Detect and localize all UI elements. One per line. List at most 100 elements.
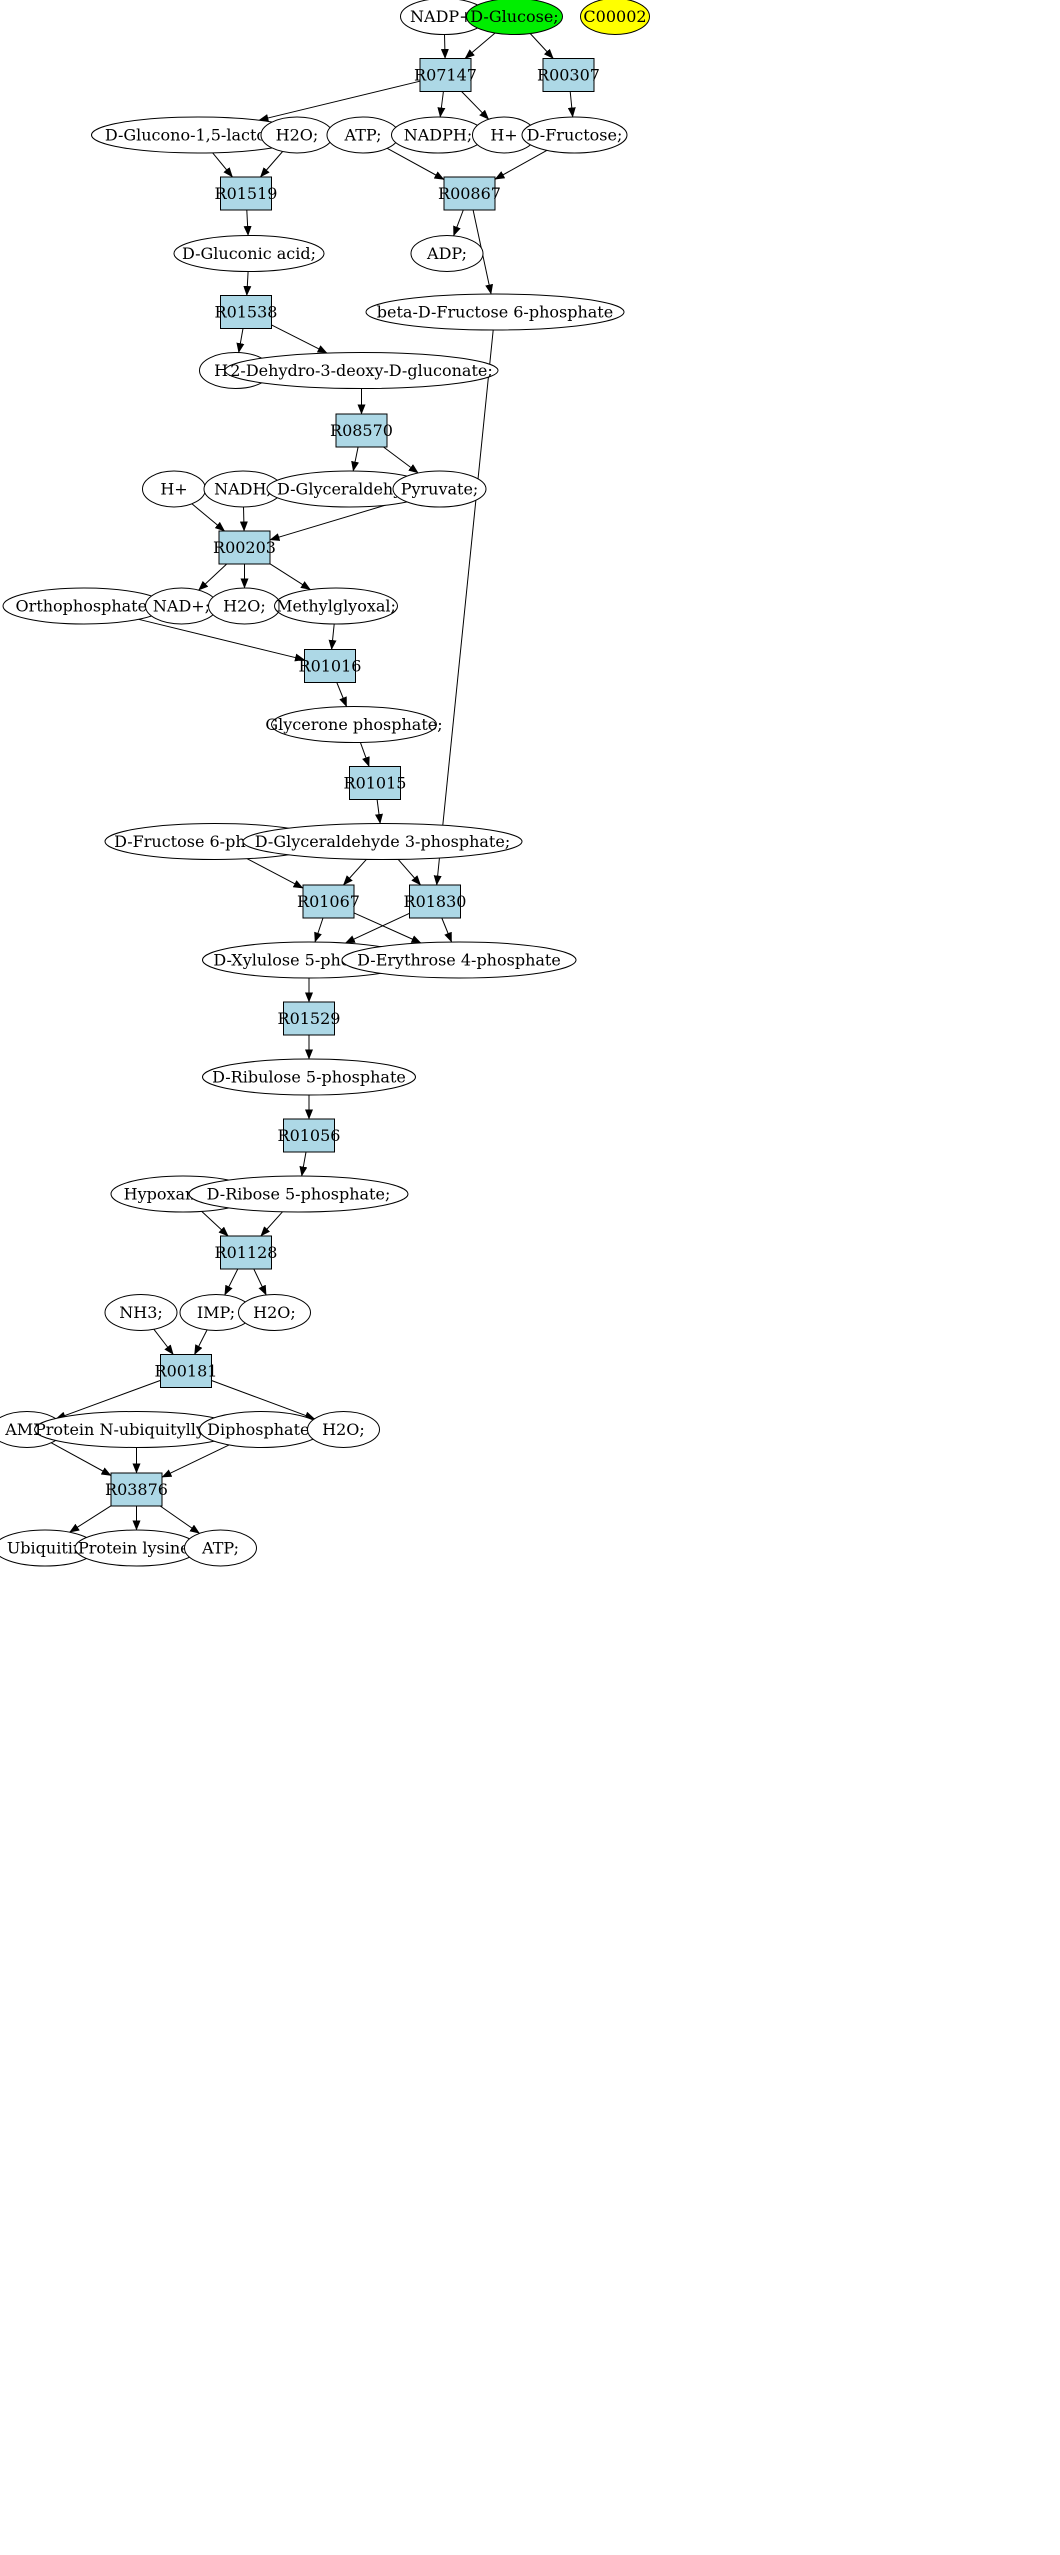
compound-shape: [521, 116, 628, 154]
edge-methylglyoxal-to-r01016: [328, 623, 337, 650]
compound-node-c00002: C00002: [580, 0, 650, 35]
reaction-shape: [218, 530, 271, 565]
edge-h-plus-2-to-r00203: [191, 503, 225, 532]
reaction-node-r01519: R01519: [215, 176, 277, 211]
compound-node-d-ribulose-5p: D-Ribulose 5-phosphate: [202, 1058, 416, 1096]
compound-label: Ubiquitin: [7, 1539, 83, 1558]
compound-node-dehydro-deoxy-gluconate: 2-Dehydro-3-deoxy-D-gluconate;: [224, 352, 499, 389]
edge-r00203-to-nad-plus: [198, 563, 228, 591]
compound-node-d-erythrose-4p: D-Erythrose 4-phosphate: [341, 941, 577, 979]
compound-label: IMP;: [197, 1303, 235, 1322]
compound-node-adp: ADP;: [410, 235, 484, 272]
edge-pyruvate-to-r00203: [269, 499, 403, 541]
compound-label: D-Ribose 5-phosphate;: [207, 1185, 391, 1204]
reaction-label: R01015: [344, 774, 407, 793]
reaction-node-r00203: R00203: [213, 530, 276, 565]
compound-node-protein-lysine: Protein lysine;: [74, 1529, 199, 1567]
compound-shape: [410, 235, 484, 272]
compound-label: D-Glucono-1,5-lactone;: [105, 126, 291, 145]
reaction-label: R00203: [213, 538, 276, 557]
edge-diphosphate-to-r03876: [161, 1444, 230, 1478]
reaction-label: R01830: [404, 892, 467, 911]
reaction-shape: [419, 58, 472, 92]
edge-r03876-to-atp-2: [159, 1505, 200, 1534]
compound-node-beta-d-fructose-6p: beta-D-Fructose 6-phosphate: [365, 293, 625, 331]
edge-d-fructose-6p-to-r01067: [246, 858, 304, 889]
edge-nadp-plus-to-r07147: [440, 34, 449, 59]
compound-label: H2O;: [223, 597, 266, 616]
reaction-shape: [160, 1354, 212, 1388]
edge-r01830-to-d-erythrose-4p: [441, 917, 453, 943]
compound-label: Protein N-ubiquityllysine: [35, 1420, 238, 1439]
reaction-node-r01529: R01529: [278, 1001, 340, 1036]
compound-node-ubiquitin: Ubiquitin: [0, 1529, 97, 1567]
edge-r01128-to-h2o-4: [253, 1268, 267, 1296]
reaction-node-r00867: R00867: [438, 176, 501, 211]
compound-label: NADP+;: [410, 7, 478, 26]
compound-label: C00002: [583, 7, 646, 26]
compound-node-glycerone-phosphate: Glycerone phosphate;: [265, 706, 443, 743]
compound-node-d-glucose: D-Glucose;: [466, 0, 563, 35]
reaction-label: R01067: [297, 892, 360, 911]
compound-label: NADPH;: [404, 126, 473, 145]
reaction-node-r01016: R01016: [299, 649, 362, 683]
nodes-layer: NADP+;D-Glucose; C00002D-Glucono-1,5-lact…: [0, 0, 650, 1567]
compound-label: Methylglyoxal;: [276, 597, 396, 616]
edge-nadh-to-r00203: [239, 506, 248, 532]
compound-label: D-Fructose;: [527, 126, 623, 145]
reaction-node-r08570: R08570: [330, 413, 393, 448]
compound-node-atp-2: ATP;: [184, 1529, 257, 1567]
edge-r08570-to-d-glyceraldehyde: [351, 446, 360, 472]
reaction-shape: [220, 176, 272, 211]
compound-node-imp: IMP;: [179, 1294, 253, 1331]
compound-label: D-Gluconic acid;: [182, 244, 316, 263]
compound-label: Protein lysine;: [78, 1539, 195, 1558]
edge-r03876-to-ubiquitin: [69, 1505, 112, 1533]
compound-node-methylglyoxal: Methylglyoxal;: [274, 587, 398, 625]
reaction-label: R00867: [438, 184, 501, 203]
edge-imp-to-r00181: [194, 1329, 208, 1355]
compound-node-pyruvate: Pyruvate;: [392, 470, 487, 508]
reaction-node-r01056: R01056: [278, 1118, 340, 1153]
reaction-node-r01538: R01538: [215, 295, 277, 329]
compound-shape: [341, 941, 577, 979]
compound-label: D-Glyceraldehyde 3-phosphate;: [255, 832, 510, 851]
compound-label: D-Glyceraldehyde: [277, 480, 422, 499]
edge-amp-to-r03876: [51, 1442, 112, 1476]
compound-node-h2o-3: H2O;: [208, 587, 281, 625]
compound-label: H2O;: [253, 1303, 296, 1322]
reaction-label: R00307: [537, 66, 600, 85]
edge-r08570-to-pyruvate: [383, 446, 419, 474]
compound-label: H2O;: [276, 126, 319, 145]
edge-r00867-to-adp: [453, 209, 464, 237]
compound-node-atp-1: ATP;: [326, 116, 400, 154]
compound-shape: [188, 1175, 409, 1213]
compound-shape: [184, 1529, 257, 1567]
compound-shape: [307, 1411, 380, 1448]
edge-r01128-to-imp: [224, 1268, 239, 1296]
edge-d-glyceraldehyde-3p-to-r01067: [343, 859, 367, 886]
edge-atp-1-to-r00867: [386, 147, 445, 180]
compound-label: H2O;: [322, 1420, 365, 1439]
edge-r07147-to-nadph: [437, 91, 446, 118]
compound-label: D-Glucose;: [470, 7, 558, 26]
compound-node-h2o-4: H2O;: [238, 1294, 311, 1331]
edge-r00181-to-h2o-5: [211, 1380, 316, 1420]
compound-shape: [274, 587, 398, 625]
reaction-shape: [542, 58, 595, 92]
edge-r01519-to-d-gluconic-acid: [243, 209, 252, 236]
reaction-shape: [443, 176, 496, 211]
compound-node-diphosphate: Diphosphate;: [199, 1411, 323, 1448]
compound-label: ATP;: [201, 1539, 239, 1558]
compound-label: NH3;: [119, 1303, 163, 1322]
compound-node-h2o-5: H2O;: [307, 1411, 380, 1448]
edge-r00307-to-d-fructose: [567, 91, 576, 118]
reaction-label: R01016: [299, 657, 362, 676]
edge-orthophosphate-to-r01016: [138, 618, 305, 662]
compound-label: NADH;: [214, 480, 272, 499]
compound-shape: [392, 470, 487, 508]
reaction-label: R00181: [155, 1362, 218, 1381]
compound-label: H+: [490, 126, 517, 145]
edge-d-glucose-to-r00307: [529, 33, 554, 59]
compound-node-nh3: NH3;: [104, 1294, 178, 1331]
